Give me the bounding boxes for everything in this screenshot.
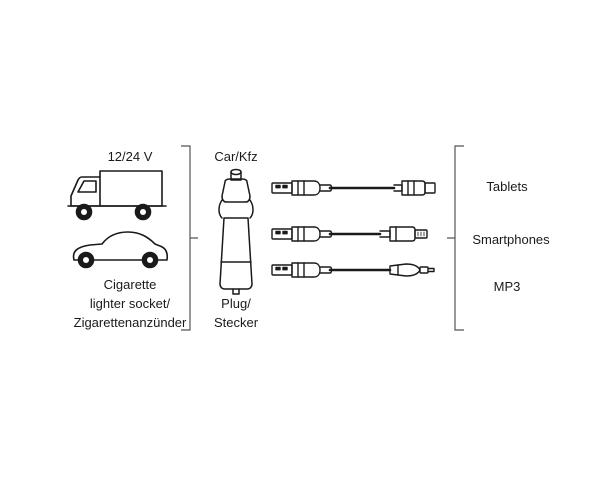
socket-label-line-1: Cigarette xyxy=(103,277,157,292)
device-label-mp3: MP3 xyxy=(493,279,521,294)
cable-1-usb-to-dock xyxy=(271,180,436,196)
socket-label-line-2: lighter socket/ xyxy=(89,296,171,311)
right-bracket xyxy=(447,145,464,331)
device-label-smartphones: Smartphones xyxy=(472,232,550,247)
car-icon xyxy=(72,231,169,269)
plug-bottom-label-line-2: Stecker xyxy=(213,315,259,330)
plug-top-label: Car/Kfz xyxy=(214,149,258,164)
cable-2-usb-to-lightning xyxy=(271,226,428,242)
cable-3-usb-to-micro-usb xyxy=(271,262,435,278)
left-bracket xyxy=(181,145,198,331)
voltage-label: 12/24 V xyxy=(107,149,153,164)
device-label-tablets: Tablets xyxy=(486,179,528,194)
plug-bottom-label-line-1: Plug/ xyxy=(221,296,251,311)
socket-label-line-3: Zigarettenanzünder xyxy=(73,315,187,330)
truck-icon xyxy=(67,170,167,221)
car-plug-icon xyxy=(218,168,254,295)
